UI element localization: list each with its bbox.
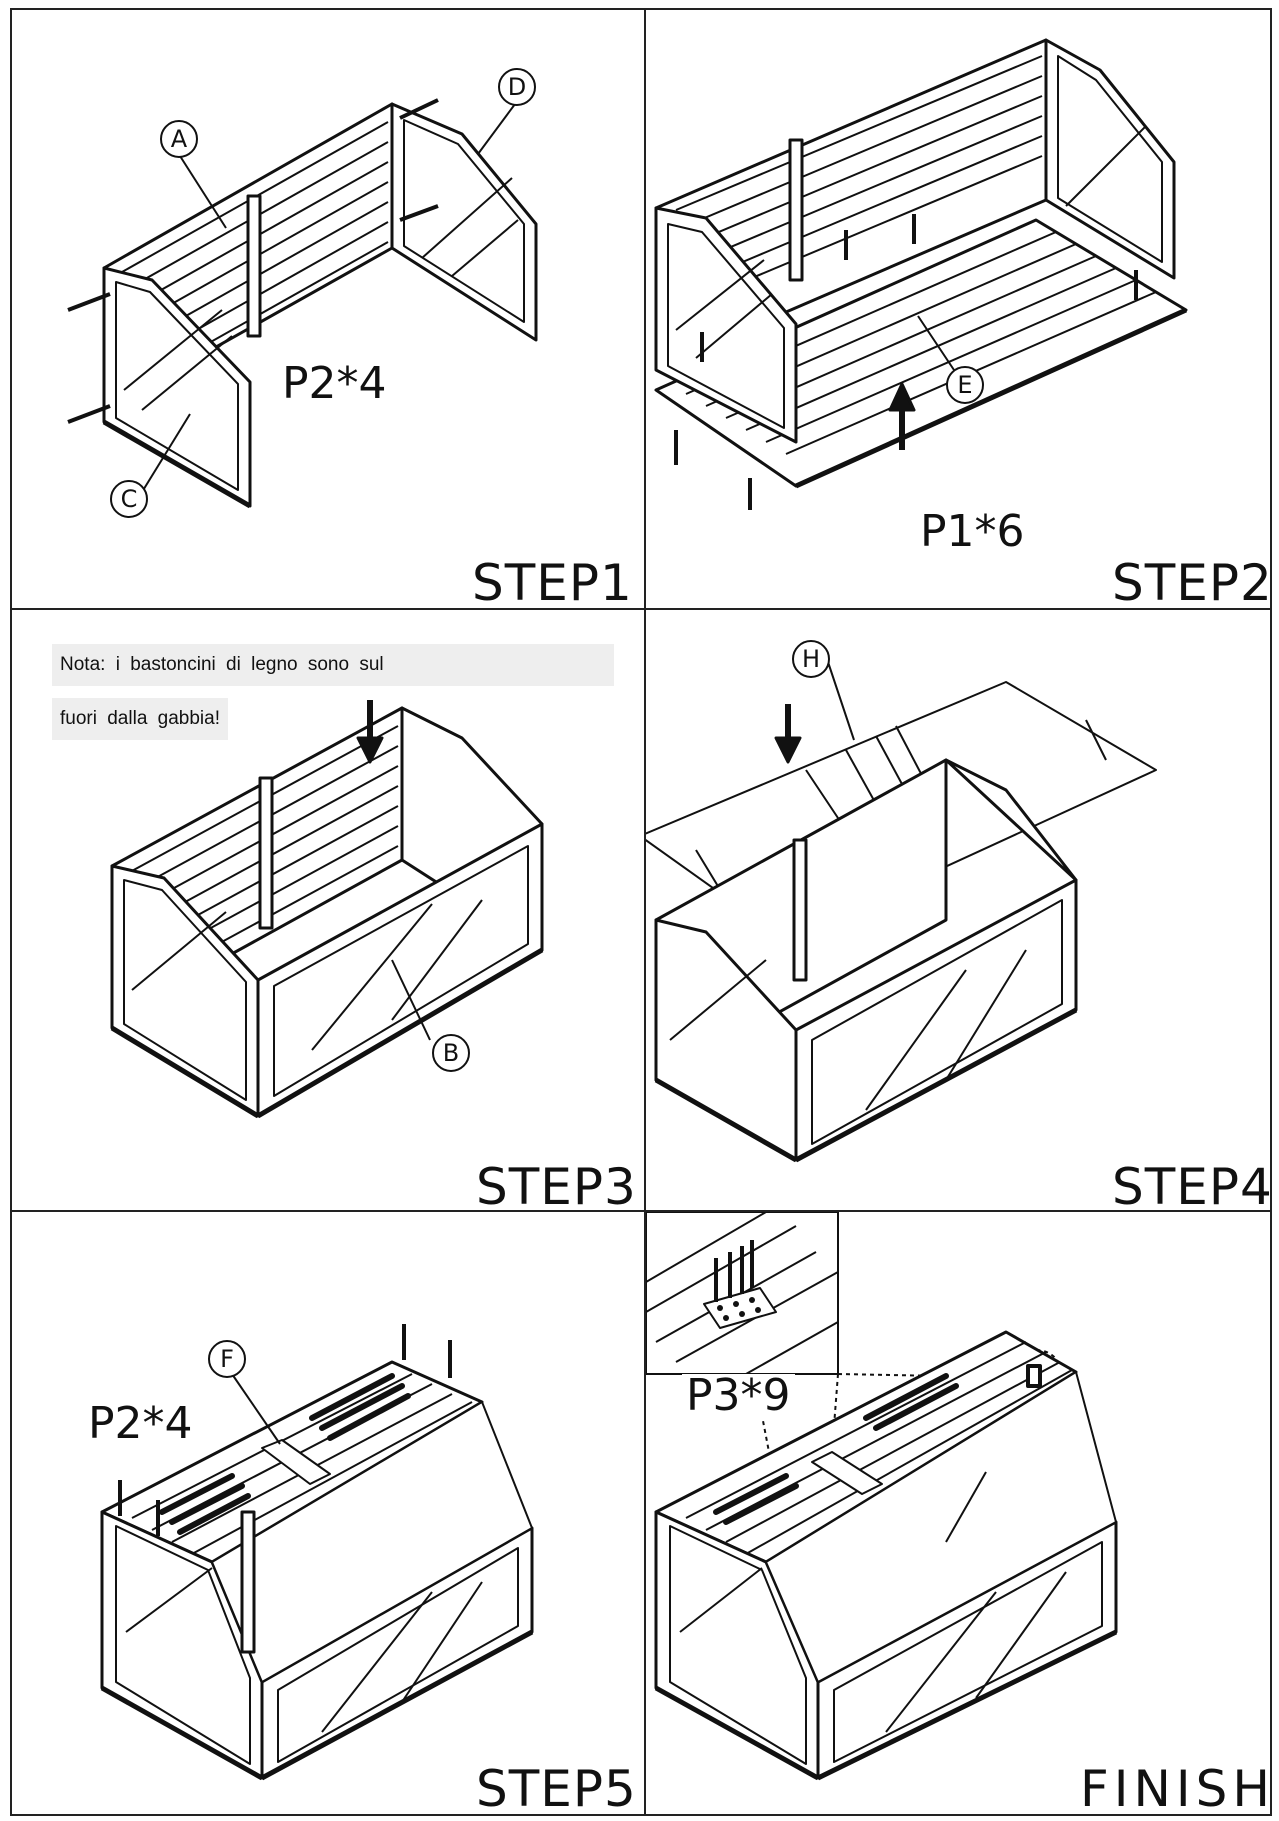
callout-h: H bbox=[792, 640, 830, 678]
callout-c: C bbox=[110, 480, 148, 518]
step4-panel: H STEP4 bbox=[646, 610, 1270, 1210]
column-divider bbox=[644, 8, 646, 1816]
step4-label: STEP4 bbox=[1112, 1158, 1270, 1210]
step5-panel: F P2*4 STEP5 bbox=[12, 1212, 644, 1814]
callout-d: D bbox=[498, 68, 536, 106]
step3-label: STEP3 bbox=[476, 1158, 637, 1210]
step4-drawing bbox=[646, 655, 1157, 1163]
step1-label: STEP1 bbox=[472, 554, 633, 608]
finish-drawing bbox=[646, 1212, 1118, 1781]
step3-panel: Nota: i bastoncini di legno sono sul fuo… bbox=[12, 610, 644, 1210]
callout-e: E bbox=[946, 366, 984, 404]
row-divider-1 bbox=[10, 608, 1272, 610]
callout-f: F bbox=[208, 1340, 246, 1378]
callout-b: B bbox=[432, 1034, 470, 1072]
step3-note-line2: fuori dalla gabbia! bbox=[52, 698, 228, 740]
step5-label: STEP5 bbox=[476, 1760, 637, 1814]
step3-drawing bbox=[110, 700, 544, 1119]
callout-a: A bbox=[160, 120, 198, 158]
finish-quantity: P3*9 bbox=[682, 1374, 795, 1418]
step1-panel: A D C P2*4 STEP1 bbox=[12, 10, 644, 608]
step3-note-line1: Nota: i bastoncini di legno sono sul bbox=[52, 644, 614, 686]
step5-drawing bbox=[100, 1324, 534, 1781]
step2-panel: E P1*6 STEP2 bbox=[646, 10, 1270, 608]
row-divider-2 bbox=[10, 1210, 1272, 1212]
step2-drawing bbox=[654, 38, 1188, 510]
step2-quantity: P1*6 bbox=[920, 506, 1025, 557]
step1-drawing bbox=[67, 98, 538, 509]
finish-label: FINISH bbox=[1080, 1760, 1270, 1814]
step2-label: STEP2 bbox=[1112, 554, 1270, 608]
step1-quantity: P2*4 bbox=[282, 358, 387, 409]
step5-quantity: P2*4 bbox=[88, 1398, 193, 1449]
finish-panel: P3*9 FINISH bbox=[646, 1212, 1270, 1814]
